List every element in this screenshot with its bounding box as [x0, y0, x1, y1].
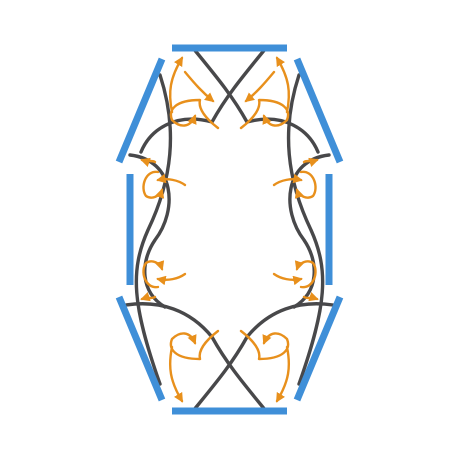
mirror-segments — [115, 44, 344, 415]
ray-curve-right-wave-b — [288, 153, 331, 309]
arrow-right-lower-out — [302, 292, 319, 302]
ray-curve-left-upper-arc — [139, 117, 214, 154]
mirror-bottom-right — [293, 295, 344, 402]
arrow-right-upper-loop — [294, 170, 317, 199]
ray-curve-top-left — [191, 46, 249, 124]
arrow-bottom-left-loop — [169, 329, 220, 361]
ray-curve-right-lower-arc — [245, 302, 335, 339]
arrow-right-lower-in — [272, 272, 303, 286]
arrow-left-upper-in — [156, 173, 187, 187]
arrow-left-lower-out — [140, 292, 157, 302]
arrow-top-left-diag — [183, 70, 215, 103]
arrow-bottom-right-loop — [239, 329, 290, 361]
ray-curve-top-right — [210, 46, 268, 124]
ray-curve-right-upper-arc — [245, 117, 320, 154]
ray-curve-left-wave-a — [134, 73, 173, 386]
ray-curve-right-wave-a — [286, 73, 325, 386]
ray-curve-bottom-left — [191, 335, 249, 413]
arrow-right-upper-out — [302, 157, 319, 167]
ray-curve-left-lower-arc — [124, 302, 214, 339]
arrow-right-lower-loop — [294, 260, 317, 289]
ray-curves — [124, 46, 335, 413]
arrow-left-lower-loop — [142, 260, 165, 289]
arrow-left-upper-out — [140, 157, 157, 167]
mirror-top-right — [293, 57, 344, 164]
arrow-top-left-up — [168, 56, 184, 114]
ray-curve-bottom-right — [210, 335, 268, 413]
arrow-right-upper-in — [272, 173, 303, 187]
ray-curve-left-wave-b — [128, 153, 171, 309]
mirror-bottom-left — [115, 295, 166, 402]
mirror-top-left — [115, 57, 166, 164]
arrow-bottom-right-down — [275, 345, 291, 403]
arrow-top-right-diag — [244, 70, 276, 103]
arrow-top-right-up — [275, 56, 291, 114]
arrow-left-upper-loop — [142, 170, 165, 199]
arrow-left-lower-in — [156, 272, 187, 286]
arrow-top-left-loop — [169, 98, 220, 130]
arrow-top-right-loop — [239, 98, 290, 130]
flow-arrows — [140, 56, 319, 403]
arrow-bottom-left-down — [168, 345, 184, 403]
